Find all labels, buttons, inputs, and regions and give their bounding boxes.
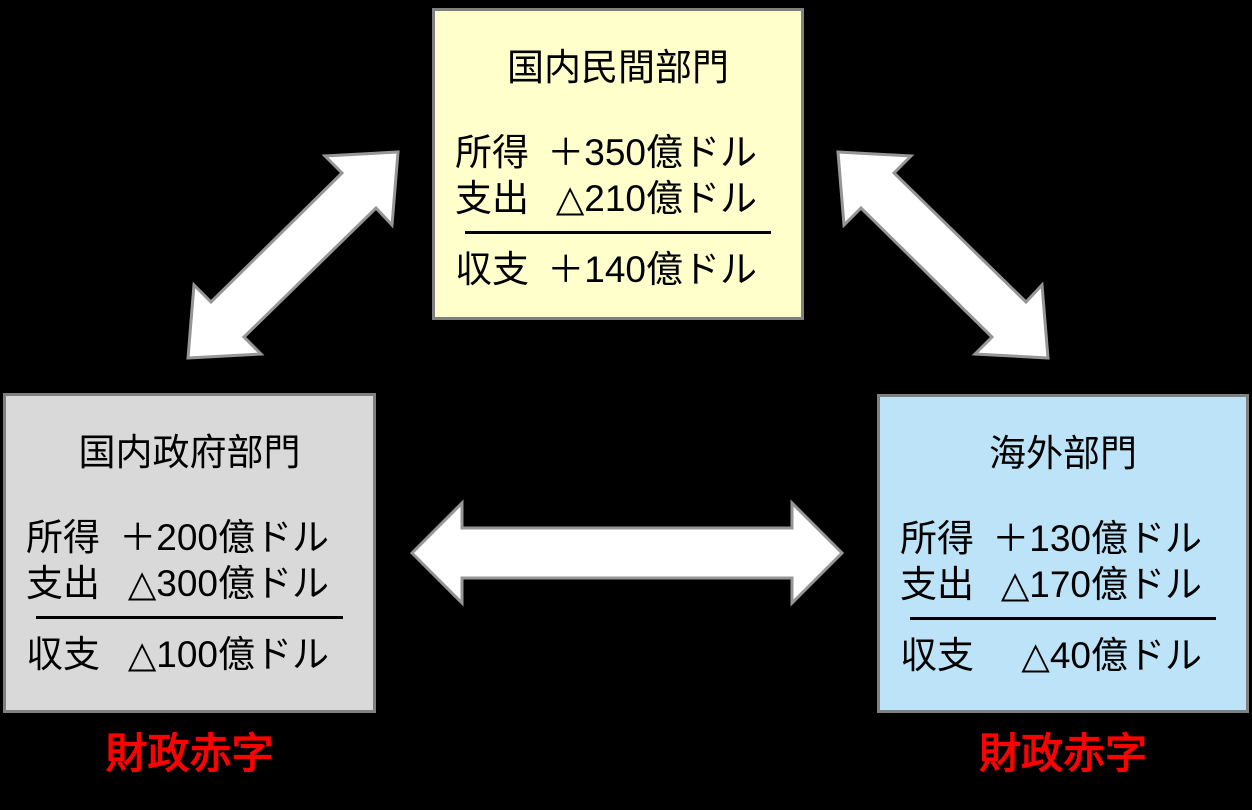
box-title: 国内政府部門	[78, 432, 301, 473]
fiscal-deficit-label-overseas: 財政赤字	[978, 730, 1147, 777]
expense-value: △300億ドル	[127, 562, 329, 604]
expense-row: 支出 △210億ドル	[435, 176, 801, 222]
income-label: 所得	[26, 516, 100, 558]
box-title: 海外部門	[989, 433, 1137, 474]
income-row: 所得 ＋350億ドル	[435, 130, 801, 176]
double-arrow-private-government-icon	[186, 150, 400, 360]
expense-label: 支出	[900, 563, 974, 605]
income-value: ＋130億ドル	[992, 517, 1202, 559]
expense-row: 支出 △300億ドル	[6, 561, 373, 607]
balance-row: 収支 ＋140億ドル	[435, 247, 801, 293]
box-rows: 所得 ＋200億ドル 支出 △300億ドル 収支 △100億ドル	[6, 515, 373, 678]
double-arrow-government-overseas-icon	[409, 499, 845, 607]
expense-value: △210億ドル	[555, 177, 757, 219]
balance-label: 収支	[26, 633, 100, 675]
expense-value: △170億ドル	[1000, 563, 1202, 605]
box-domestic-government-sector: 国内政府部門 所得 ＋200億ドル 支出 △300億ドル 収支 △100億ドル	[3, 393, 376, 713]
box-rows: 所得 ＋130億ドル 支出 △170億ドル 収支 △40億ドル	[880, 516, 1246, 679]
balance-row: 収支 △100億ドル	[6, 632, 373, 678]
balance-value: △40億ドル	[1021, 634, 1202, 676]
expense-label: 支出	[455, 177, 529, 219]
balance-value: ＋140億ドル	[547, 248, 757, 290]
income-label: 所得	[455, 131, 529, 173]
income-value: ＋350億ドル	[547, 131, 757, 173]
box-title: 国内民間部門	[507, 47, 729, 88]
expense-label: 支出	[26, 562, 100, 604]
fiscal-deficit-label-government: 財政赤字	[105, 730, 274, 777]
box-rows: 所得 ＋350億ドル 支出 △210億ドル 収支 ＋140億ドル	[435, 130, 801, 293]
balance-row: 収支 △40億ドル	[880, 633, 1246, 679]
income-value: ＋200億ドル	[119, 516, 329, 558]
income-row: 所得 ＋200億ドル	[6, 515, 373, 561]
separator-line	[910, 616, 1216, 620]
separator-line	[36, 615, 343, 619]
double-arrow-private-overseas-icon	[836, 150, 1050, 360]
balance-label: 収支	[455, 248, 529, 290]
box-overseas-sector: 海外部門 所得 ＋130億ドル 支出 △170億ドル 収支 △40億ドル	[877, 394, 1249, 713]
income-row: 所得 ＋130億ドル	[880, 516, 1246, 562]
expense-row: 支出 △170億ドル	[880, 562, 1246, 608]
balance-label: 収支	[900, 634, 974, 676]
balance-value: △100億ドル	[127, 633, 329, 675]
income-label: 所得	[900, 517, 974, 559]
box-domestic-private-sector: 国内民間部門 所得 ＋350億ドル 支出 △210億ドル 収支 ＋140億ドル	[432, 8, 804, 320]
separator-line	[465, 230, 771, 234]
